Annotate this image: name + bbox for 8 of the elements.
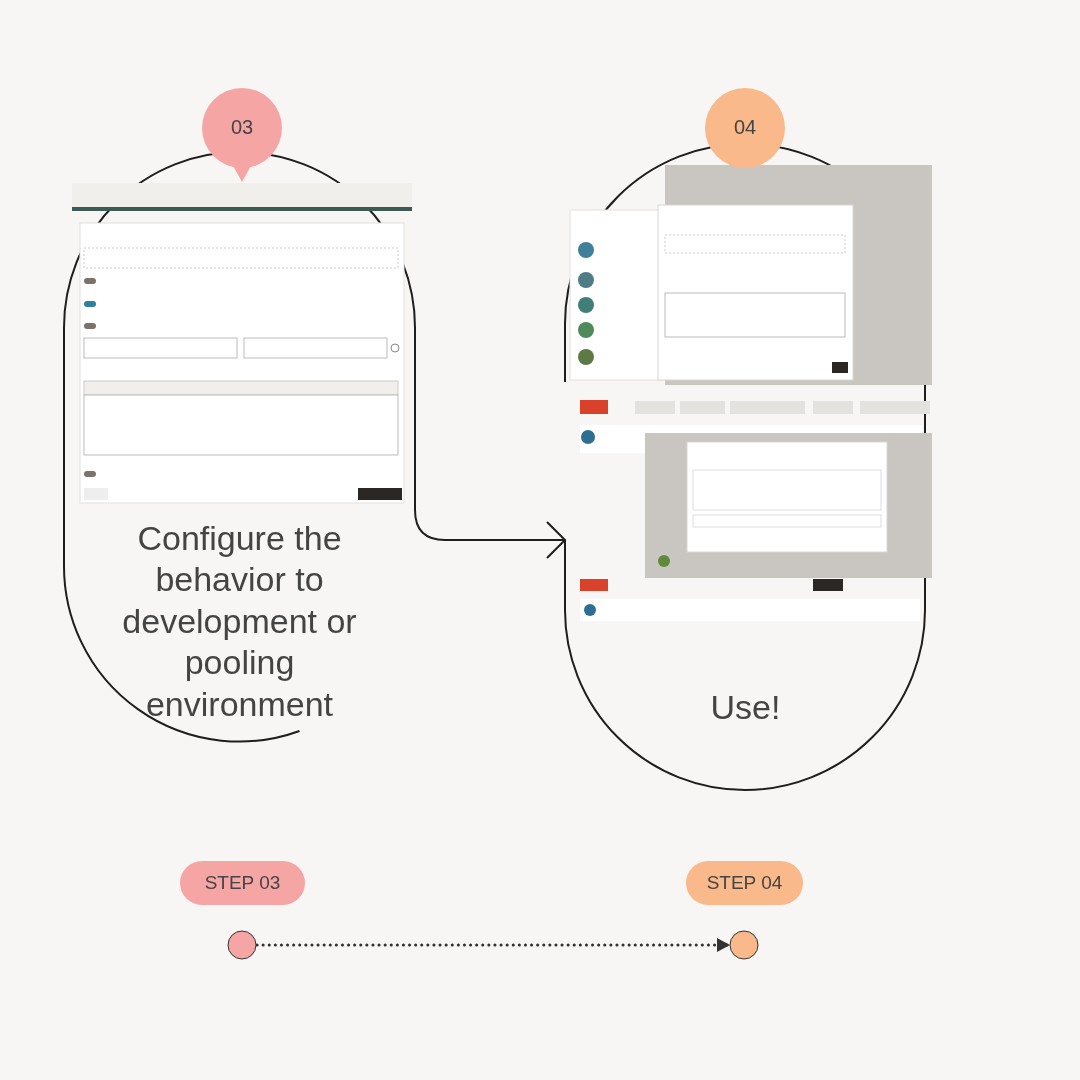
step-number: 03 (229, 116, 255, 139)
dotted-arrow (255, 938, 731, 952)
step-description: Configure the behavior to development or pooling environment (121, 518, 358, 725)
step-pill: STEP 03 (180, 861, 305, 905)
step-number: 04 (732, 116, 758, 139)
chevron-arrow (414, 509, 566, 559)
step-pill: STEP 04 (686, 861, 803, 905)
step-description: Use! (709, 687, 782, 728)
